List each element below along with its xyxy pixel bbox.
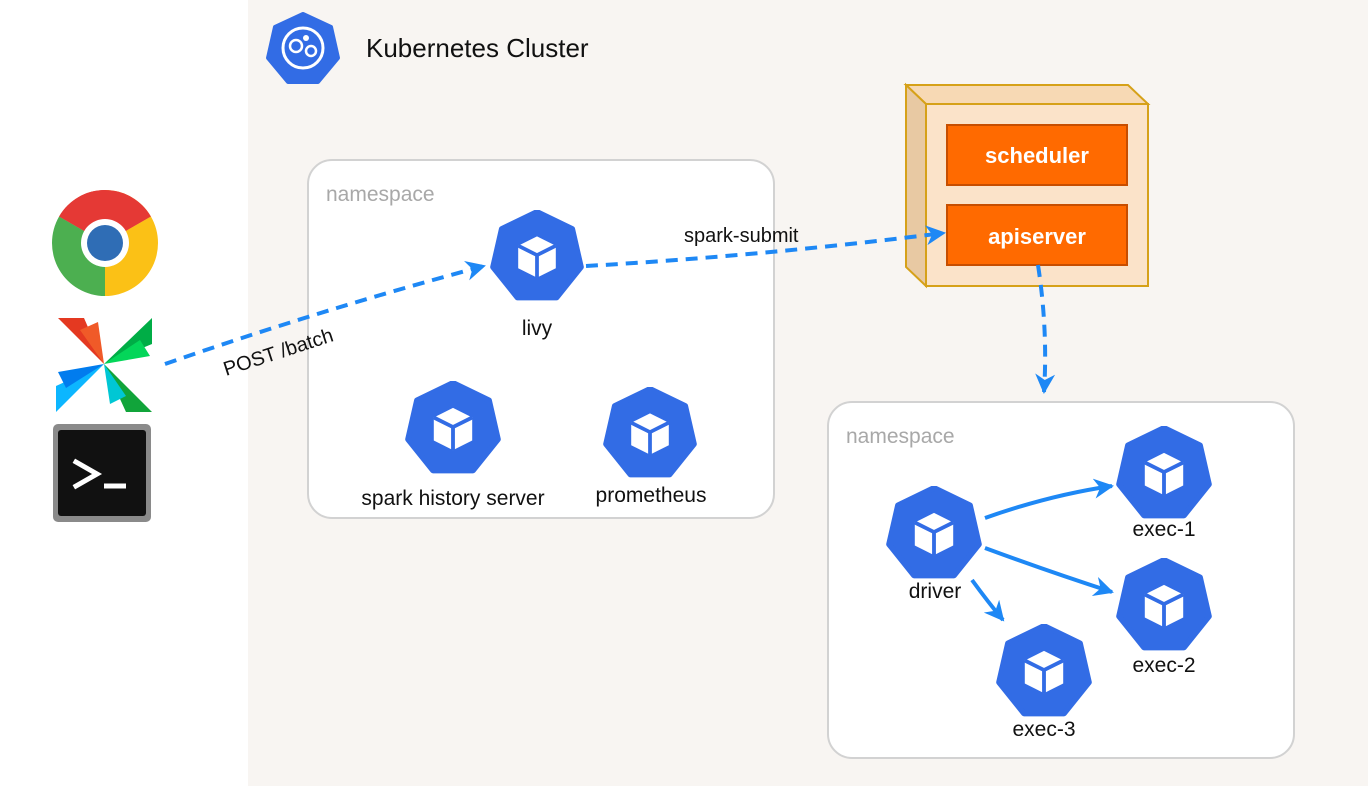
kubernetes-wheel-icon	[266, 12, 340, 84]
pod-spark-history-server[interactable]: spark history server	[361, 383, 545, 510]
edge-driver-exec-3	[970, 578, 1005, 622]
chrome-icon[interactable]	[51, 189, 159, 296]
pod-prometheus[interactable]: prometheus	[596, 389, 707, 507]
edge-apiserver-to-namespace	[1035, 264, 1056, 394]
airflow-pinwheel-icon[interactable]	[56, 318, 152, 412]
pod-driver[interactable]: driver	[889, 488, 979, 603]
cluster-title: Kubernetes Cluster	[366, 33, 589, 63]
edge-spark-submit-label: spark-submit	[684, 225, 799, 247]
namespace-bottom-label: namespace	[846, 425, 955, 448]
scheduler-label: scheduler	[985, 143, 1089, 168]
terminal-icon[interactable]	[53, 424, 151, 522]
spark-history-label: spark history server	[361, 487, 544, 510]
driver-label: driver	[909, 580, 962, 603]
exec-2-pod-icon	[1119, 560, 1209, 648]
edge-driver-exec-2	[984, 546, 1114, 596]
prometheus-label: prometheus	[596, 484, 707, 507]
apiserver-label: apiserver	[988, 224, 1086, 249]
exec-2-label: exec-2	[1132, 654, 1195, 677]
pod-livy[interactable]: livy	[493, 212, 581, 340]
apiserver-component[interactable]: apiserver	[946, 204, 1128, 266]
edge-post-batch	[164, 261, 486, 366]
namespace-top-label: namespace	[326, 183, 435, 206]
exec-3-label: exec-3	[1012, 718, 1075, 741]
edge-driver-exec-1	[984, 478, 1114, 520]
pod-exec-2[interactable]: exec-2	[1119, 560, 1209, 677]
exec-3-pod-icon	[999, 626, 1089, 714]
spark-history-pod-icon	[408, 383, 498, 471]
exec-1-pod-icon	[1119, 428, 1209, 516]
edge-spark-submit	[585, 225, 946, 268]
driver-pod-icon	[889, 488, 979, 576]
livy-pod-icon	[493, 212, 581, 298]
exec-1-label: exec-1	[1132, 518, 1195, 541]
scheduler-component[interactable]: scheduler	[946, 124, 1128, 186]
livy-label: livy	[522, 317, 553, 340]
prometheus-pod-icon	[606, 389, 694, 475]
pod-exec-1[interactable]: exec-1	[1119, 428, 1209, 541]
pod-exec-3[interactable]: exec-3	[999, 626, 1089, 741]
